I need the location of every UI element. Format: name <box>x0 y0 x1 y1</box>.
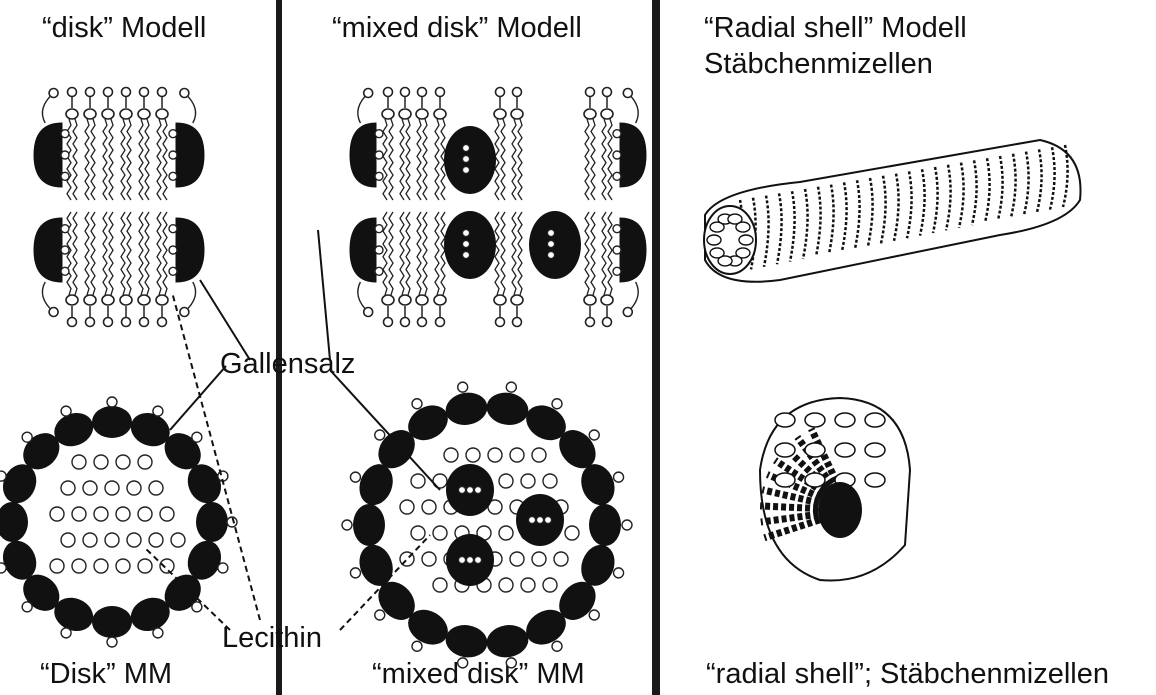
disk-model-bilayer <box>34 88 204 327</box>
disk-mm-cross-section <box>0 397 237 647</box>
mixed-disk-mm-cross-section <box>342 382 632 668</box>
radial-shell-rod-micelle <box>704 140 1081 282</box>
radial-shell-cross-section <box>760 398 910 581</box>
mixed-disk-model-bilayer <box>350 88 646 327</box>
